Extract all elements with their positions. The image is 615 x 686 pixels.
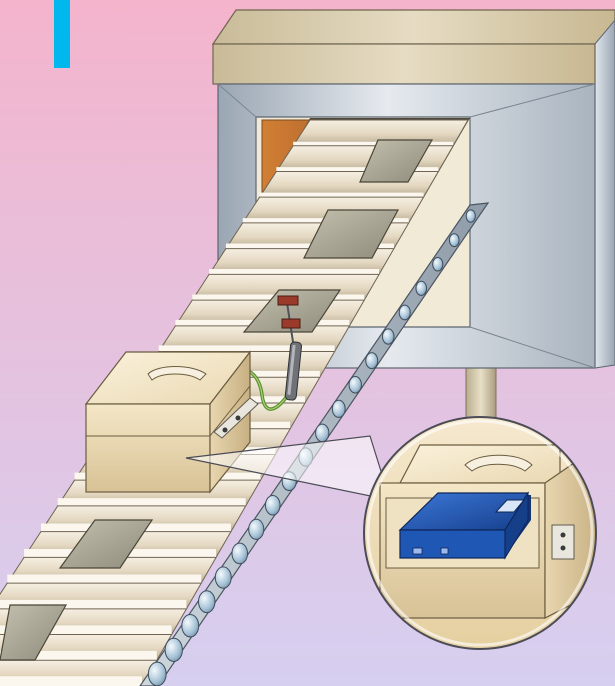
conveyor-slat-edge [158, 345, 335, 352]
product-tray [58, 519, 154, 569]
conveyor-slat-edge [0, 676, 142, 686]
conveyor-roller [398, 304, 411, 321]
conveyor-roller [214, 566, 232, 589]
conveyor-roller [465, 209, 476, 223]
product-tray [359, 139, 434, 183]
conveyor-roller [432, 257, 444, 272]
conveyor-roller [331, 399, 346, 418]
product-trays [0, 139, 434, 661]
conveyor-roller [415, 280, 428, 296]
conveyor-roller [448, 233, 460, 248]
conveyor-slat-edge [57, 498, 246, 506]
conveyor-roller [147, 661, 167, 686]
magnified-view-icon [363, 416, 597, 650]
data-logger-icon [398, 491, 531, 560]
conveyor-slat-edge [7, 574, 202, 584]
conveyor-roller [348, 376, 362, 394]
conveyor-roller [365, 352, 379, 370]
product-tray [0, 604, 68, 661]
conveyor-roller [382, 328, 395, 345]
conveyor-roller [231, 542, 249, 565]
conveyor-roller [164, 637, 183, 662]
product-tray [303, 209, 400, 259]
conveyor-slat-edge [259, 192, 424, 198]
callout-pointer [185, 435, 391, 501]
accent-bar-icon [54, 0, 70, 68]
conveyor-slat-edge [209, 269, 380, 275]
box-latch [213, 397, 259, 439]
conveyor-roller [248, 518, 265, 540]
conveyor-roller [198, 590, 216, 614]
conveyor-roller [315, 423, 330, 443]
conveyor-roller [264, 495, 281, 516]
product-tray [242, 289, 342, 333]
conveyor-roller [181, 614, 200, 638]
